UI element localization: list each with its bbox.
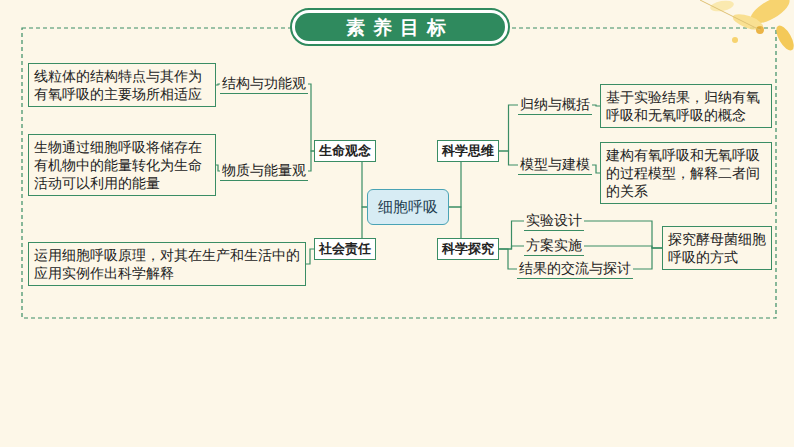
branch-label: 实验设计 xyxy=(524,211,584,231)
node-text: 建构有氧呼吸和无氧呼吸的过程模型，解释二者间的关系 xyxy=(606,146,766,200)
category-box: 生命观念 xyxy=(314,140,376,162)
branch-label: 结果的交流与探讨 xyxy=(517,259,633,279)
node-text: 生物通过细胞呼吸将储存在有机物中的能量转化为生命活动可以利用的能量 xyxy=(34,138,210,192)
node-text: 探究酵母菌细胞呼吸的方式 xyxy=(668,230,766,266)
description-box: 生物通过细胞呼吸将储存在有机物中的能量转化为生命活动可以利用的能量 xyxy=(28,134,216,196)
description-box: 基于实验结果，归纳有氧呼吸和无氧呼吸的概念 xyxy=(600,84,772,128)
connector xyxy=(499,151,518,165)
connector xyxy=(499,221,524,249)
connector xyxy=(499,249,517,269)
connector xyxy=(592,105,600,106)
category-box: 社会责任 xyxy=(314,238,376,260)
title-banner: 素养目标 xyxy=(290,8,510,46)
node-text: 线粒体的结构特点与其作为有氧呼吸的主要场所相适应 xyxy=(34,67,210,103)
title-text: 素养目标 xyxy=(295,13,505,41)
node-text: 结构与功能观 xyxy=(222,74,306,92)
connector xyxy=(499,105,518,151)
node-text: 科学探究 xyxy=(442,240,494,258)
connector xyxy=(584,221,662,248)
description-box: 建构有氧呼吸和无氧呼吸的过程模型，解释二者间的关系 xyxy=(600,142,772,204)
branch-label: 模型与建模 xyxy=(518,155,592,175)
connector xyxy=(306,249,314,264)
connector xyxy=(584,246,662,248)
node-text: 物质与能量观 xyxy=(222,161,306,179)
branch-label: 物质与能量观 xyxy=(220,161,308,181)
node-text: 结果的交流与探讨 xyxy=(519,259,631,277)
branch-label: 结构与功能观 xyxy=(220,74,308,94)
connector xyxy=(633,248,662,269)
connector xyxy=(592,165,600,173)
node-text: 模型与建模 xyxy=(520,155,590,173)
node-text: 科学思维 xyxy=(442,142,494,160)
category-box: 科学思维 xyxy=(437,140,499,162)
description-box: 运用细胞呼吸原理，对其在生产和生活中的应用实例作出科学解释 xyxy=(28,242,306,286)
node-text: 基于实验结果，归纳有氧呼吸和无氧呼吸的概念 xyxy=(606,88,766,124)
dashed-frame xyxy=(22,28,776,318)
node-text: 生命观念 xyxy=(319,142,371,160)
node-text: 归纳与概括 xyxy=(520,95,590,113)
flower-decoration xyxy=(700,0,794,53)
node-text: 细胞呼吸 xyxy=(378,198,438,216)
description-box: 线粒体的结构特点与其作为有氧呼吸的主要场所相适应 xyxy=(28,63,216,107)
branch-label: 归纳与概括 xyxy=(518,95,592,115)
node-text: 方案实施 xyxy=(526,236,582,254)
node-text: 社会责任 xyxy=(319,240,371,258)
node-text: 实验设计 xyxy=(526,211,582,229)
branch-label: 方案实施 xyxy=(524,236,584,256)
category-box: 科学探究 xyxy=(437,238,499,260)
center-node: 细胞呼吸 xyxy=(367,189,449,225)
node-text: 运用细胞呼吸原理，对其在生产和生活中的应用实例作出科学解释 xyxy=(34,246,300,282)
description-box: 探究酵母菌细胞呼吸的方式 xyxy=(662,226,772,270)
